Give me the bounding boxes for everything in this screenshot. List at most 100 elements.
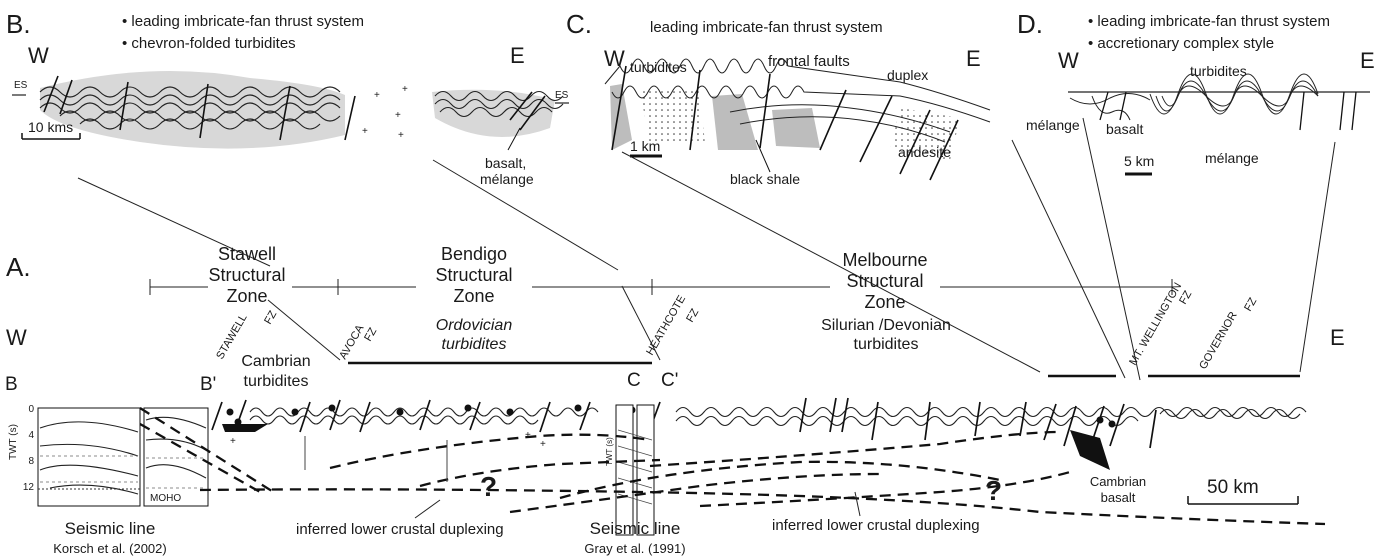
svg-text:AVOCA: AVOCA bbox=[337, 322, 367, 361]
svg-text:Seismic line: Seismic line bbox=[590, 519, 681, 538]
panel-c-dotted bbox=[640, 88, 705, 145]
inferred-label-2: inferred lower crustal duplexing bbox=[772, 517, 980, 534]
svg-text:0: 0 bbox=[28, 404, 34, 415]
svg-text:Ordovician: Ordovician bbox=[436, 317, 513, 334]
panel-d-note-1: • leading imbricate-fan thrust system bbox=[1088, 13, 1330, 30]
svg-text:Stawell: Stawell bbox=[218, 244, 276, 264]
svg-text:Zone: Zone bbox=[453, 286, 494, 306]
section-b-label: B bbox=[5, 374, 18, 395]
panel-d-scale-label: 5 km bbox=[1124, 153, 1154, 169]
ordovician-label: Ordovician turbidites bbox=[436, 317, 513, 353]
panel-b-basalt-2: mélange bbox=[480, 171, 534, 187]
panel-b-letter: B. bbox=[6, 9, 31, 39]
main-section-thrusts bbox=[212, 398, 1156, 448]
svg-text:Cambrian: Cambrian bbox=[241, 353, 310, 370]
svg-text:+: + bbox=[362, 126, 368, 137]
inferred-label-1: inferred lower crustal duplexing bbox=[296, 521, 504, 538]
svg-text:Structural: Structural bbox=[208, 265, 285, 285]
question-mark-1: ? bbox=[480, 471, 497, 502]
svg-text:+: + bbox=[398, 130, 404, 141]
panel-b-west: W bbox=[28, 43, 49, 68]
svg-text:Korsch et al. (2002): Korsch et al. (2002) bbox=[53, 541, 166, 556]
panel-d-melange-2: mélange bbox=[1205, 150, 1259, 166]
svg-text:Melbourne: Melbourne bbox=[842, 250, 927, 270]
silurian-label: Silurian /Devonian turbidites bbox=[821, 317, 951, 353]
seismic-panel-korsch: MOHO bbox=[38, 408, 208, 506]
svg-text:turbidites: turbidites bbox=[854, 336, 919, 353]
section-b-prime-label: B' bbox=[200, 374, 216, 395]
panel-c: C. leading imbricate-fan thrust system W… bbox=[566, 9, 990, 187]
panel-c-shale-leader bbox=[756, 140, 770, 172]
panel-c-duplex: duplex bbox=[887, 67, 928, 83]
panel-c-east: E bbox=[966, 46, 981, 71]
panel-d-turbidites: turbidites bbox=[1190, 63, 1247, 79]
svg-text:+: + bbox=[395, 110, 401, 121]
panel-b-note-2: • chevron-folded turbidites bbox=[122, 35, 296, 52]
panel-d: D. • leading imbricate-fan thrust system… bbox=[1017, 9, 1375, 174]
moho-label: MOHO bbox=[150, 493, 181, 504]
svg-text:MT. WELLINGTON: MT. WELLINGTON bbox=[1127, 281, 1184, 368]
panel-c-title: leading imbricate-fan thrust system bbox=[650, 19, 883, 36]
svg-text:GOVERNOR: GOVERNOR bbox=[1197, 310, 1240, 372]
svg-text:turbidites: turbidites bbox=[442, 336, 507, 353]
panel-a-letter: A. bbox=[6, 252, 31, 282]
svg-text:Structural: Structural bbox=[846, 271, 923, 291]
panel-c-west: W bbox=[604, 46, 625, 71]
svg-text:Silurian /Devonian: Silurian /Devonian bbox=[821, 317, 951, 334]
panel-b-plus-marks: +++ ++ bbox=[362, 84, 408, 141]
panel-d-melange-1: mélange bbox=[1026, 117, 1080, 133]
panel-b: B. • leading imbricate-fan thrust system… bbox=[6, 9, 569, 187]
twt-ticks: 0 4 8 12 bbox=[23, 404, 35, 493]
seismic-caption-korsch: Seismic line Korsch et al. (2002) bbox=[53, 519, 166, 556]
panel-d-west: W bbox=[1058, 48, 1079, 73]
svg-text:FZ: FZ bbox=[684, 307, 701, 325]
panel-b-es-right: ES bbox=[555, 90, 569, 101]
svg-text:+: + bbox=[402, 84, 408, 95]
seismic-panel-gray: TWT (s) bbox=[605, 405, 654, 535]
svg-text:HEATHCOTE: HEATHCOTE bbox=[644, 293, 688, 357]
svg-text:FZ: FZ bbox=[262, 309, 279, 327]
svg-text:+: + bbox=[540, 439, 546, 450]
svg-text:Seismic line: Seismic line bbox=[65, 519, 156, 538]
outcrop-bars bbox=[348, 363, 1300, 376]
question-mark-2: ? bbox=[985, 475, 1002, 506]
panel-a-west: W bbox=[6, 325, 27, 350]
svg-text:+: + bbox=[525, 430, 531, 441]
bendigo-zone-label: Bendigo Structural Zone bbox=[435, 244, 512, 306]
inferred-duplex-dashes bbox=[140, 408, 1325, 524]
inferred-leader-2 bbox=[855, 492, 860, 516]
panel-c-letter: C. bbox=[566, 9, 592, 39]
panel-b-basalt-1: basalt, bbox=[485, 155, 526, 171]
panel-b-shade-east bbox=[432, 90, 555, 137]
section-c-label: C bbox=[627, 370, 641, 391]
svg-text:Zone: Zone bbox=[864, 292, 905, 312]
panel-d-east: E bbox=[1360, 48, 1375, 73]
stawell-zone-label: Stawell Structural Zone bbox=[208, 244, 285, 306]
fault-zone-labels: STAWELL FZ AVOCA FZ HEATHCOTE FZ MT. WEL… bbox=[214, 281, 1259, 372]
black-basalt-body bbox=[222, 424, 268, 432]
svg-text:Cambrian: Cambrian bbox=[1090, 474, 1146, 489]
melbourne-zone-label: Melbourne Structural Zone bbox=[842, 250, 927, 312]
panel-c-scale-label: 1 km bbox=[630, 138, 660, 154]
panel-d-basalt: basalt bbox=[1106, 121, 1143, 137]
panel-b-scale-label: 10 kms bbox=[28, 119, 73, 135]
svg-text:Bendigo: Bendigo bbox=[441, 244, 507, 264]
svg-text:4: 4 bbox=[28, 430, 34, 441]
panel-c-frontal-faults: frontal faults bbox=[768, 53, 850, 70]
twt-axis-label: TWT (s) bbox=[8, 424, 19, 460]
svg-text:12: 12 bbox=[23, 482, 35, 493]
panel-d-note-2: • accretionary complex style bbox=[1088, 35, 1274, 52]
svg-text:Gray et al. (1991): Gray et al. (1991) bbox=[584, 541, 685, 556]
panel-b-shade-west bbox=[40, 71, 345, 149]
panel-b-note-1: • leading imbricate-fan thrust system bbox=[122, 13, 364, 30]
svg-text:Structural: Structural bbox=[435, 265, 512, 285]
panel-c-black-shale: black shale bbox=[730, 171, 800, 187]
cambrian-basalt-label: Cambrian basalt bbox=[1090, 474, 1146, 505]
svg-text:turbidites: turbidites bbox=[244, 373, 309, 390]
svg-text:FZ: FZ bbox=[1242, 296, 1259, 314]
panel-c-turbidites: turbidites bbox=[630, 59, 687, 75]
svg-text:8: 8 bbox=[28, 456, 34, 467]
svg-text:+: + bbox=[230, 436, 236, 447]
panel-a: A. W E Stawell Structural Zone Bendigo S… bbox=[5, 244, 1345, 556]
